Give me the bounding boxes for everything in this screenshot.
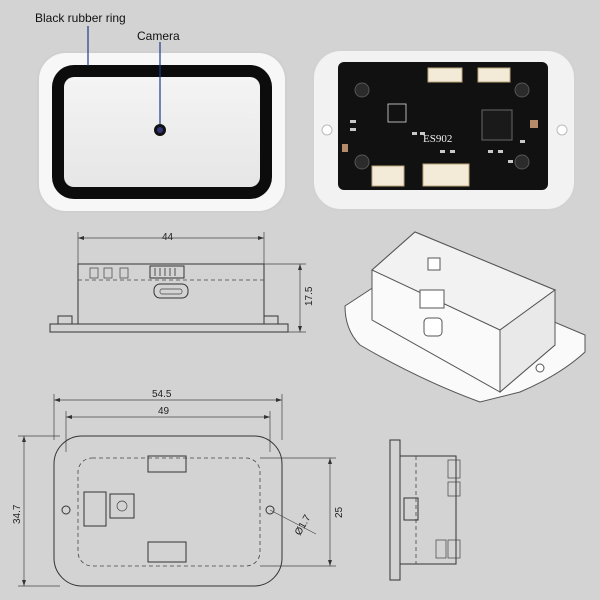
front-hole-left: [61, 505, 71, 515]
profile-usb: [403, 497, 419, 521]
side-drawing: 44 17.5: [49, 232, 315, 333]
dim-25: 25: [334, 506, 345, 518]
dim-34-7: 34.7: [12, 504, 23, 524]
front-hole-right: [265, 505, 275, 515]
chip-label: ES902: [423, 133, 452, 145]
connector-bottom-2: [422, 163, 470, 187]
dim-17-5: 17.5: [304, 286, 315, 306]
screw-top-right: [514, 82, 530, 98]
profile-body: [399, 455, 457, 565]
base-plate: [49, 323, 289, 333]
screw-bottom-right: [514, 154, 530, 170]
front-drawing: 54.5 49 34.7 25 Ø1.7: [12, 389, 345, 587]
ic-outline: [387, 103, 407, 123]
side-profile-drawing: [389, 439, 461, 581]
connector-bottom-1: [371, 165, 405, 187]
camera-label: Camera: [137, 29, 180, 43]
hole-leader: [269, 509, 317, 535]
iso-usb: [423, 317, 443, 337]
dim-49: 49: [158, 406, 170, 417]
front-connector-top: [147, 455, 187, 473]
iso-view: [344, 231, 586, 403]
connector-top-2: [477, 67, 511, 83]
profile-flange: [389, 439, 401, 581]
camera-lens-core: [157, 127, 163, 133]
front-button: [109, 493, 135, 519]
main-chip: [481, 109, 513, 141]
dim-54-5: 54.5: [152, 389, 172, 400]
front-connector-bottom: [147, 541, 187, 563]
mount-hole-right: [556, 124, 568, 136]
dim-hole-dia: Ø1.7: [293, 513, 314, 538]
pcb-board: [338, 62, 548, 190]
ring-label: Black rubber ring: [35, 11, 126, 25]
smd-components: [342, 120, 538, 163]
screw-bottom-left: [354, 154, 370, 170]
side-connector: [149, 265, 185, 279]
screw-top-left: [354, 82, 370, 98]
mount-hole-left: [321, 124, 333, 136]
dim-44: 44: [162, 232, 174, 243]
connector-top-1: [427, 67, 463, 83]
usb-port: [153, 283, 189, 299]
front-inner-outline: [77, 457, 261, 567]
iso-connector: [419, 289, 445, 309]
side-body: [77, 263, 265, 325]
back-view: ES902: [312, 49, 576, 211]
front-view: [37, 51, 287, 213]
front-outline: [53, 435, 283, 587]
front-usb-block: [83, 491, 107, 527]
